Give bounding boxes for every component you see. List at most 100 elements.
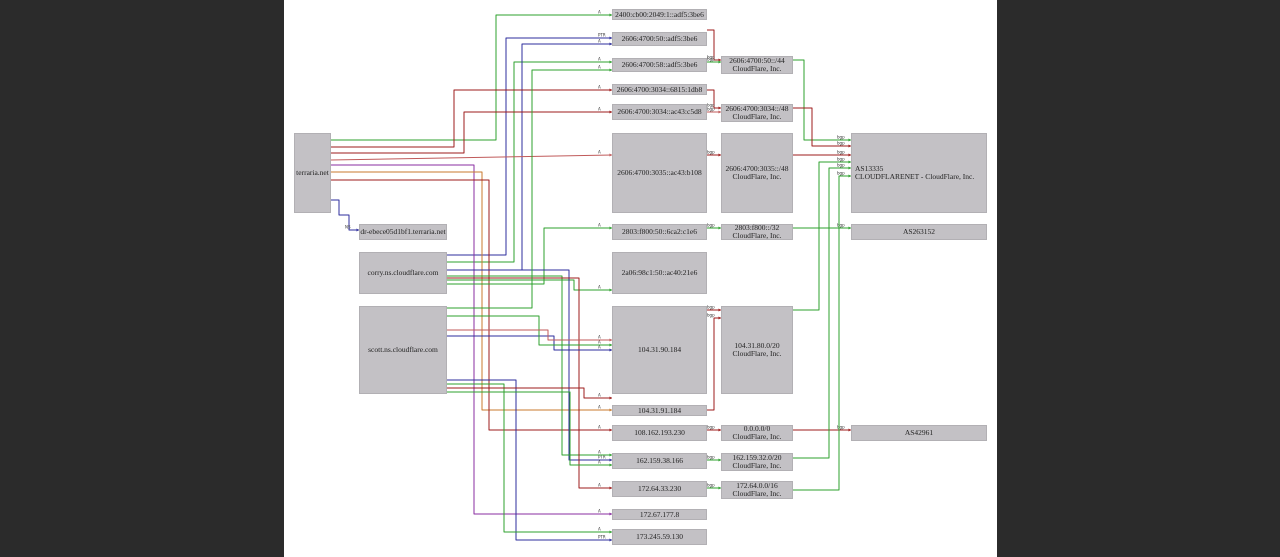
edge-arrowhead [609,153,612,157]
node-n_i15[interactable]: 173.245.59.130 [612,529,707,545]
edge-arrowhead [848,138,851,142]
edge-arrowhead [848,428,851,432]
node-n_i12[interactable]: 162.159.38.166 [612,453,707,469]
node-label-line: 172.64.33.230 [637,484,682,493]
node-n_scott[interactable]: scott.ns.cloudflare.com [359,306,447,394]
edge-line [447,227,612,285]
edge: bgp [707,305,721,312]
node-label: 2606:4700:58::adf5:3be6 [622,61,698,69]
edges-layer: APTRAAAAAAAAAAPTRAAAAAAPTRAAANSbgpbgpbgp… [330,10,851,542]
edge-line [793,175,851,491]
edge: A [447,387,612,400]
edge: bgp [707,57,721,64]
node-label-line: CloudFlare, Inc. [732,172,782,181]
edge-line [447,69,612,309]
edge-label: bgp [707,107,715,112]
node-label-line: CloudFlare, Inc. [732,64,782,73]
node-label-line: scott.ns.cloudflare.com [368,345,438,354]
edge-arrowhead [609,428,612,432]
edge-line [707,29,721,61]
node-label-line: CloudFlare, Inc. [732,112,782,121]
edge-arrowhead [609,88,612,92]
node-n_i6[interactable]: 2606:4700:3035::ac43:b108 [612,133,707,213]
node-n_i5[interactable]: 2606:4700:3034::ac43:c5d8 [612,104,707,120]
edge-label: A [598,10,601,15]
edge-label: bgp [837,425,845,430]
node-label-line: CLOUDFLARENET - CloudFlare, Inc. [855,172,975,181]
node-label-line: 0.0.0.0/0 [743,424,771,433]
edge-label: A [598,345,601,350]
edge-label: A [598,460,601,465]
edge-arrowhead [609,343,612,347]
node-n_i14[interactable]: 172.67.177.8 [612,509,707,520]
edge: bgp [707,89,721,110]
edge-arrowhead [609,42,612,46]
node-n_dr[interactable]: dr-ebece05d1bf1.terraria.net [359,224,447,240]
edge-label: bgp [707,55,715,60]
edge: A [447,57,612,263]
node-label: 104.31.90.184 [638,346,681,354]
edge-arrowhead [848,166,851,170]
edge: A [447,335,612,352]
node-n_i9[interactable]: 104.31.90.184 [612,306,707,394]
node-label-line: terraria.net [296,168,329,177]
node-n_i13[interactable]: 172.64.33.230 [612,481,707,497]
node-label: 2606:4700:3034::6815:1db8 [616,84,703,94]
edge-line [447,383,612,533]
edge-label: PTR [598,33,606,38]
edge: bgp [793,171,851,491]
node-label: 2a06:98c1:50::ac40:21e6 [622,269,698,277]
node-label-line: CloudFlare, Inc. [732,489,782,498]
edge: bgp [793,157,851,311]
edge-arrowhead [609,530,612,534]
edge-label: bgp [837,171,845,176]
edge: bgp [707,150,721,157]
node-n_i10[interactable]: 104.31.91.184 [612,405,707,416]
node-label-line: CloudFlare, Inc. [732,349,782,358]
node-n_i7[interactable]: 2803:f800:50::6ca2:c1e6 [612,224,707,240]
node-n_i8[interactable]: 2a06:98c1:50::ac40:21e6 [612,252,707,294]
edge-arrowhead [356,228,359,232]
node-n_i4[interactable]: 2606:4700:3034::6815:1db8 [612,84,707,95]
edge-line [447,269,612,461]
node-label: 172.64.33.230 [638,485,681,493]
edge-arrowhead [609,538,612,542]
node-n_i1[interactable]: 2400:cb00:2049:1::adf5:3be6 [612,9,707,20]
edge-line [447,329,612,341]
node-label-line: 2606:4700:3034::6815:1db8 [616,84,703,94]
edge: A [331,10,612,141]
edge-line [331,14,612,141]
node-n_i2[interactable]: 2606:4700:50::adf5:3be6 [612,32,707,46]
edge-label: A [598,509,601,514]
node-label-line: 2606:4700:3034::ac43:c5d8 [617,107,702,116]
edge-line [707,89,721,109]
edge-arrowhead [718,58,721,62]
node-n_a3[interactable]: AS42961 [851,425,987,441]
edge-label: bgp [707,425,715,430]
node-n_corry[interactable]: corry.ns.cloudflare.com [359,252,447,294]
edge: PTR [447,269,612,462]
node-n_i11[interactable]: 108.162.193.230 [612,425,707,441]
edge-arrowhead [718,153,721,157]
node-label-line: AS13335 [855,164,884,173]
edge: bgp [793,425,851,432]
node-n_i3[interactable]: 2606:4700:58::adf5:3be6 [612,58,707,72]
edge-arrowhead [609,453,612,457]
node-n_terraria[interactable]: terraria.net [294,133,331,213]
edge-line [331,179,612,431]
node-n_a2[interactable]: AS263152 [851,224,987,240]
edge-label: bgp [707,455,715,460]
node-label-line: 162.159.32.0/20 [732,453,782,462]
edge-arrowhead [848,226,851,230]
